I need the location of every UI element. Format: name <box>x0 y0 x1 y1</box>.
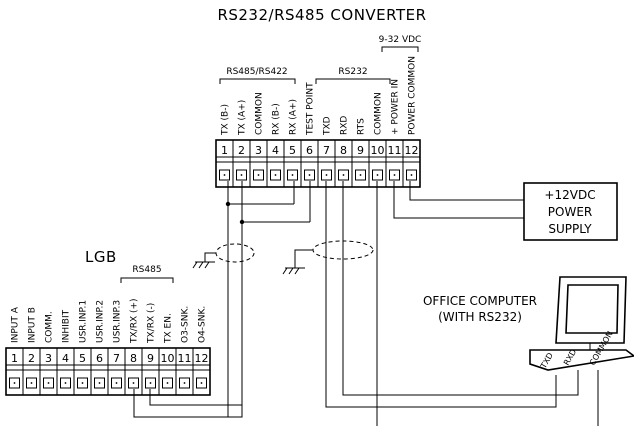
rs485-422-group-label: RS485/RS422 <box>226 67 287 77</box>
lgb-pin-number: 3 <box>45 352 52 365</box>
power-supply-line3: SUPPLY <box>548 222 592 236</box>
converter-screw-terminal <box>406 169 417 181</box>
converter-pin-number: 5 <box>289 144 296 157</box>
converter-pin-label: TXD <box>323 116 333 136</box>
lgb-screw-terminal <box>26 377 37 389</box>
computer-line1: OFFICE COMPUTER <box>423 294 537 308</box>
lgb-screw-terminal <box>111 377 122 389</box>
lgb-pin-number: 4 <box>62 352 69 365</box>
converter-screw-terminal <box>338 169 349 181</box>
converter-pin-number: 2 <box>238 144 245 157</box>
power-supply: +12VDC POWER SUPPLY <box>523 182 618 241</box>
converter-screw-terminal <box>321 169 332 181</box>
power-group: 9-32 VDC <box>379 35 422 52</box>
lgb-rs485-group: RS485 <box>120 265 174 283</box>
rs485-422-group: RS485/RS422 <box>219 67 296 84</box>
lgb-pin-label: TX EN. <box>164 313 174 344</box>
converter-pin-number: 11 <box>388 144 402 157</box>
lgb-rs485-group-label: RS485 <box>132 265 161 275</box>
lgb-pin-label: O4-SNK. <box>198 306 208 343</box>
lgb-pin-number: 11 <box>178 352 192 365</box>
computer-line2: (WITH RS232) <box>438 310 522 324</box>
converter-screw-terminal <box>304 169 315 181</box>
power-supply-line1: +12VDC <box>544 188 595 202</box>
converter-pin-number: 6 <box>306 144 313 157</box>
lgb-pin-number: 1 <box>11 352 18 365</box>
converter-pin-number: 7 <box>323 144 330 157</box>
converter-screw-terminal <box>219 169 230 181</box>
cable-shield-rs232 <box>282 240 374 275</box>
lgb-pin-number: 9 <box>147 352 154 365</box>
lgb-pin-label: TX/RX (-) <box>147 303 157 344</box>
lgb-screw-terminal <box>162 377 173 389</box>
lgb-pin-number: 2 <box>28 352 35 365</box>
lgb-pin-label: TX/RX (+) <box>130 298 140 344</box>
lgb-pin-labels: INPUT A INPUT B COMM. INHIBIT USR.INP.1 USR.I… <box>11 298 208 344</box>
lgb-screw-terminal <box>94 377 105 389</box>
rs232-group-label: RS232 <box>338 67 367 77</box>
converter-pin-label: RXD <box>340 116 350 135</box>
converter-pin-label: RX (B-) <box>272 103 282 135</box>
lgb-screw-terminal <box>77 377 88 389</box>
lgb-screw-terminal <box>60 377 71 389</box>
lgb-screw-terminal <box>145 377 156 389</box>
diagram-title: RS232/RS485 CONVERTER <box>217 6 426 24</box>
lgb-pin-label: USR.INP.1 <box>79 300 89 343</box>
power-group-label: 9-32 VDC <box>379 35 422 45</box>
converter-pin-label: + POWER IN <box>391 79 401 135</box>
lgb-pin-label: COMM. <box>45 311 55 343</box>
lgb-wiring <box>133 389 242 418</box>
lgb-screw-terminal <box>128 377 139 389</box>
converter-pin-number: 8 <box>340 144 347 157</box>
converter-screw-terminal <box>270 169 281 181</box>
power-supply-line2: POWER <box>548 205 592 219</box>
converter-pin-number: 4 <box>272 144 279 157</box>
converter-pin-number: 1 <box>221 144 228 157</box>
lgb-screw-terminal <box>196 377 207 389</box>
converter-pin-label: TEST POINT <box>306 82 316 136</box>
converter-pin-label: COMMON <box>374 92 384 135</box>
converter-screw-terminal <box>236 169 247 181</box>
lgb-pin-number: 7 <box>113 352 120 365</box>
lgb-pin-number: 8 <box>130 352 137 365</box>
converter-screw-terminal <box>355 169 366 181</box>
converter-pin-label: RX (A+) <box>289 99 299 135</box>
lgb-screw-terminal <box>179 377 190 389</box>
converter-screw-terminal <box>253 169 264 181</box>
lgb-pin-label: O3-SNK. <box>181 306 191 343</box>
lgb-pin-number: 5 <box>79 352 86 365</box>
converter-screw-terminal <box>287 169 298 181</box>
converter-pin-label: TX (A+) <box>238 100 248 136</box>
lgb-screw-terminal <box>9 377 20 389</box>
converter-pin-label: POWER COMMON <box>408 56 418 135</box>
converter-screw-terminal <box>389 169 400 181</box>
converter-pin-label: COMMON <box>255 92 265 135</box>
office-computer: OFFICE COMPUTER (WITH RS232) TXD RXD COM… <box>423 276 634 371</box>
lgb-pin-label: USR.INP.3 <box>113 300 123 343</box>
lgb-pin-label: INHIBIT <box>62 309 72 343</box>
lgb-title: LGB <box>85 248 117 266</box>
lgb-pin-number: 12 <box>195 352 209 365</box>
converter-screw-terminal <box>372 169 383 181</box>
converter-pin-number: 12 <box>405 144 419 157</box>
converter-pin-number: 3 <box>255 144 262 157</box>
converter-pin-label: RTS <box>357 118 367 135</box>
cable-shield-rs485 <box>192 243 255 269</box>
lgb-pin-number: 10 <box>161 352 175 365</box>
lgb-pin-label: USR.INP.2 <box>96 300 106 343</box>
converter-pin-labels: TX (B-) TX (A+) COMMON RX (B-) RX (A+) TEST P… <box>221 56 418 136</box>
lgb-pin-label: INPUT B <box>28 307 38 343</box>
lgb-pin-number: 6 <box>96 352 103 365</box>
converter-wiring <box>225 181 599 426</box>
converter-pin-number: 10 <box>371 144 385 157</box>
lgb-screw-terminal <box>43 377 54 389</box>
rs232-group: RS232 <box>315 67 391 84</box>
converter-pin-number: 9 <box>357 144 364 157</box>
lgb-pin-label: INPUT A <box>11 306 21 343</box>
converter-pin-label: TX (B-) <box>221 104 231 136</box>
